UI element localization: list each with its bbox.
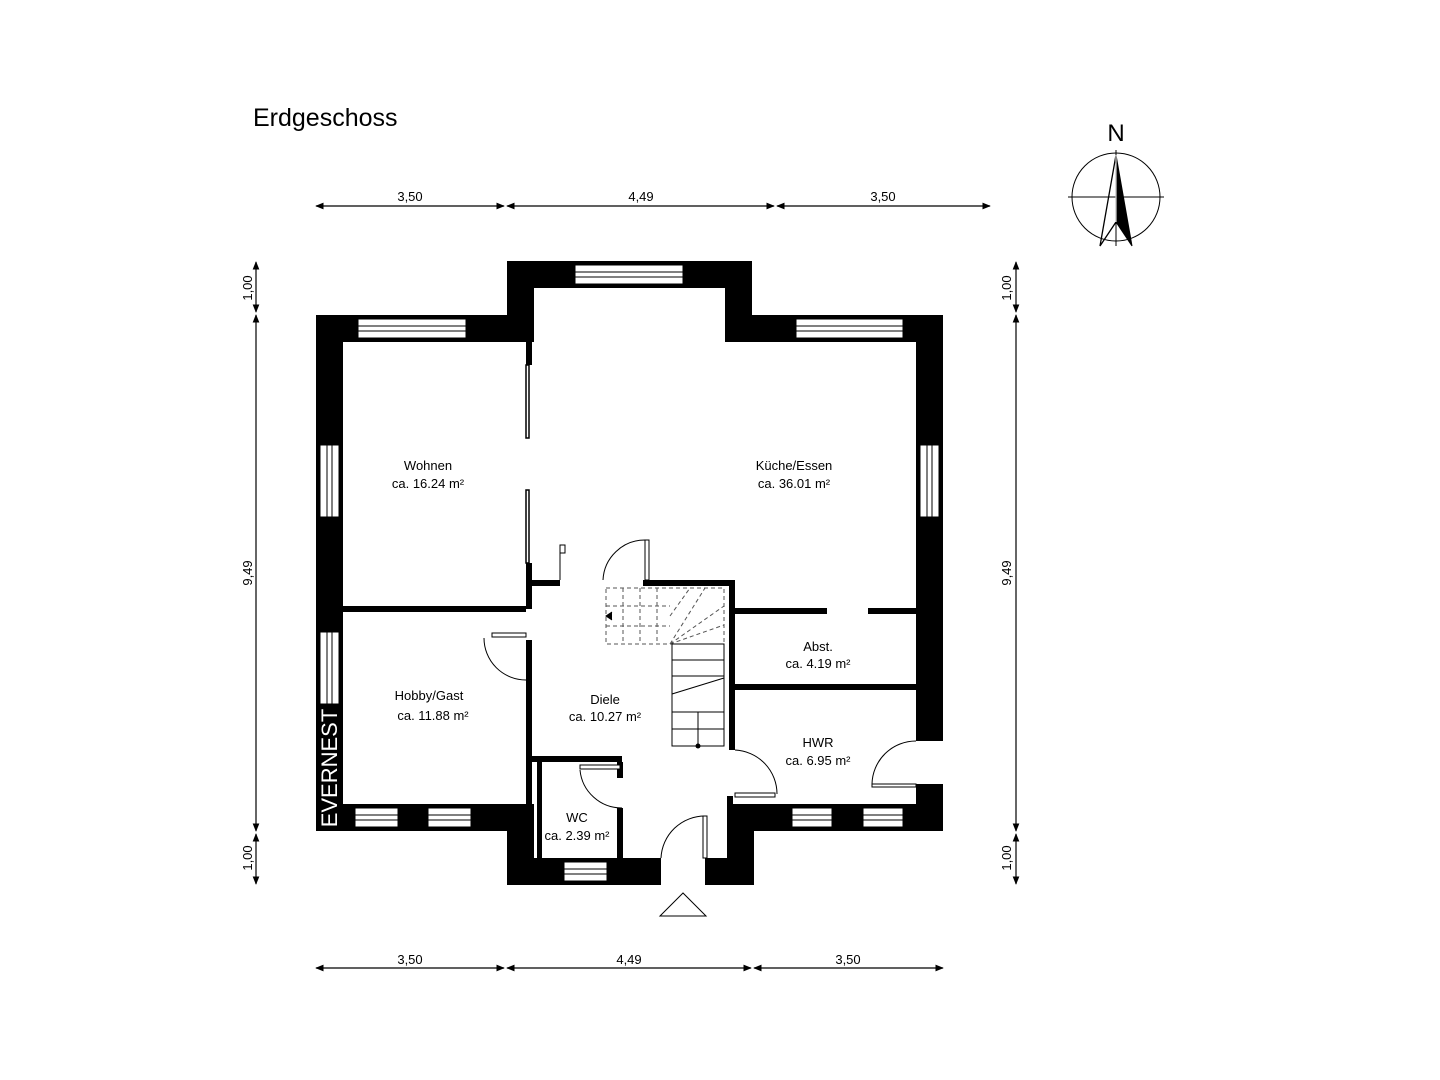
room-name-abst: Abst. bbox=[803, 639, 833, 654]
room-area-diele: ca. 10.27 m² bbox=[569, 709, 642, 724]
dim-left-2: 9,49 bbox=[240, 560, 255, 585]
dim-bottom-1: 3,50 bbox=[397, 952, 422, 967]
dim-bottom-3: 3,50 bbox=[835, 952, 860, 967]
dim-top-2: 4,49 bbox=[628, 189, 653, 204]
dim-left-3: 1,00 bbox=[240, 845, 255, 870]
room-name-wohnen: Wohnen bbox=[404, 458, 452, 473]
dim-top-1: 3,50 bbox=[397, 189, 422, 204]
room-area-wohnen: ca. 16.24 m² bbox=[392, 476, 465, 491]
window bbox=[319, 264, 940, 882]
brand-background bbox=[316, 706, 343, 831]
dim-left-1: 1,00 bbox=[240, 275, 255, 300]
windows bbox=[319, 264, 940, 882]
page-title: Erdgeschoss bbox=[253, 104, 398, 132]
dim-right-2: 9,49 bbox=[999, 560, 1014, 585]
dim-bottom-2: 4,49 bbox=[616, 952, 641, 967]
room-name-hobby: Hobby/Gast bbox=[395, 688, 464, 703]
dim-top-3: 3,50 bbox=[870, 189, 895, 204]
staircase bbox=[605, 587, 725, 749]
room-area-kueche: ca. 36.01 m² bbox=[758, 476, 831, 491]
room-labels: Wohnen ca. 16.24 m² Küche/Essen ca. 36.0… bbox=[392, 458, 851, 843]
room-area-hobby: ca. 11.88 m² bbox=[397, 708, 469, 723]
exterior-walls bbox=[316, 261, 943, 885]
north-compass-icon bbox=[1068, 150, 1164, 247]
brand-logo: EVERNEST bbox=[317, 709, 342, 828]
room-name-diele: Diele bbox=[590, 692, 620, 707]
dim-right-1: 1,00 bbox=[999, 275, 1014, 300]
doors bbox=[483, 539, 917, 859]
entrance-arrow-icon bbox=[658, 892, 708, 917]
room-area-hwr: ca. 6.95 m² bbox=[785, 753, 851, 768]
room-area-abst: ca. 4.19 m² bbox=[785, 656, 851, 671]
interior-walls bbox=[343, 342, 916, 858]
room-name-hwr: HWR bbox=[802, 735, 833, 750]
room-area-wc: ca. 2.39 m² bbox=[544, 828, 610, 843]
room-name-kueche: Küche/Essen bbox=[756, 458, 833, 473]
dim-right-3: 1,00 bbox=[999, 845, 1014, 870]
room-name-wc: WC bbox=[566, 810, 588, 825]
compass-label: N bbox=[1107, 120, 1124, 147]
